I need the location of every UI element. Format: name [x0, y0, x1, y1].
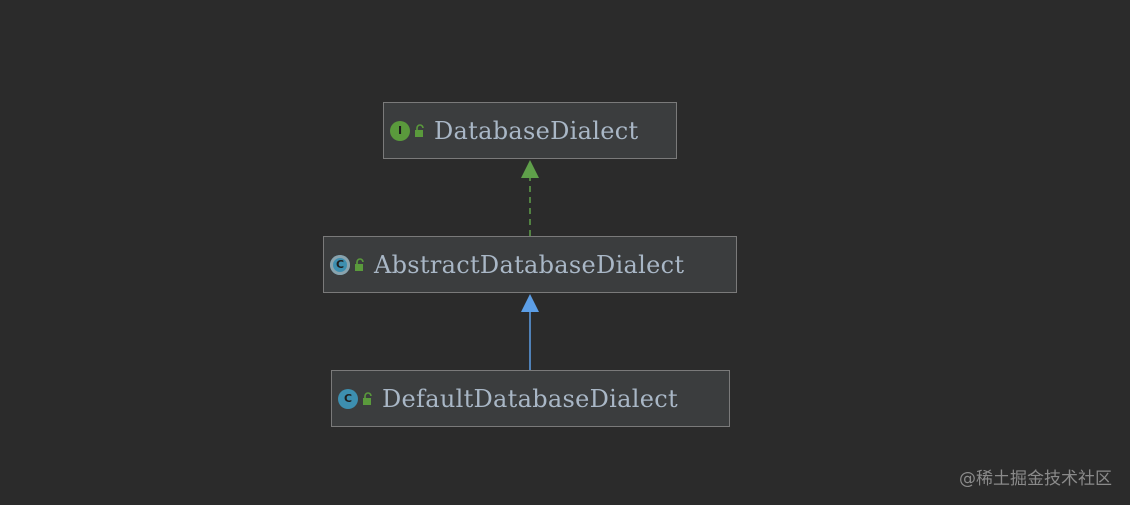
node-default-database-dialect[interactable]: C DefaultDatabaseDialect	[331, 370, 730, 427]
unlocked-icon	[415, 123, 424, 137]
unlocked-icon	[355, 257, 364, 271]
node-label: AbstractDatabaseDialect	[374, 250, 685, 279]
unlocked-icon	[363, 391, 372, 405]
node-abstract-database-dialect[interactable]: C AbstractDatabaseDialect	[323, 236, 737, 293]
abstract-class-icon: C	[330, 254, 350, 275]
node-database-dialect[interactable]: I DatabaseDialect	[383, 102, 677, 159]
extends-edge-arrowhead	[521, 294, 539, 312]
watermark: @稀土掘金技术社区	[959, 469, 1112, 489]
node-label: DatabaseDialect	[434, 116, 639, 145]
implements-edge-arrowhead	[521, 160, 539, 178]
node-label: DefaultDatabaseDialect	[382, 384, 678, 413]
class-icon: C	[338, 388, 358, 409]
interface-icon: I	[390, 120, 410, 141]
